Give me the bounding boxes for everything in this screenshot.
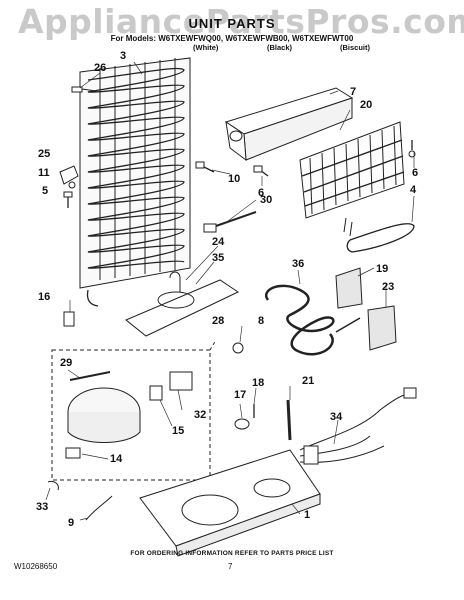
callout-6: 6 (412, 167, 418, 179)
callout-15: 15 (172, 425, 184, 437)
callout-32: 32 (194, 409, 206, 421)
callout-9: 9 (68, 517, 74, 529)
callout-1: 1 (304, 509, 310, 521)
drain-pan (125, 271, 240, 337)
callout-24: 24 (212, 236, 225, 248)
page-number: 7 (228, 562, 233, 571)
callout-21: 21 (302, 375, 314, 387)
defrost-heater (346, 223, 415, 253)
callout-19: 19 (376, 263, 388, 275)
callout-36: 36 (292, 258, 304, 270)
mounting-plate (139, 449, 321, 557)
condenser-coil (79, 57, 191, 307)
evaporator-coil (299, 121, 405, 219)
evaporator-housing (224, 87, 354, 162)
callout-11: 11 (38, 167, 50, 179)
callout-14: 14 (110, 453, 123, 465)
callout-16: 16 (38, 291, 50, 303)
callout-35: 35 (212, 252, 224, 264)
callout-3: 3 (120, 50, 126, 62)
callout-23: 23 (382, 281, 394, 293)
callout-7: 7 (350, 86, 356, 98)
callout-17: 17 (234, 389, 246, 401)
callout-10: 10 (228, 173, 240, 185)
callout-18: 18 (252, 377, 264, 389)
callout-8: 8 (258, 315, 264, 327)
color-biscuit: (Biscuit) (340, 43, 370, 52)
model-list: For Models: W6TXEWFWQ00, W6TXEWFWB00, W6… (110, 34, 354, 43)
wire-harness (299, 387, 417, 465)
callout-20: 20 (360, 99, 372, 111)
screw-26 (71, 86, 97, 93)
color-black: (Black) (267, 43, 293, 52)
ordering-info: FOR ORDERING INFORMATION REFER TO PARTS … (130, 550, 334, 557)
document-number: W10268650 (14, 562, 58, 571)
callout-5: 5 (42, 185, 48, 197)
callout-28: 28 (212, 315, 224, 327)
compressor (65, 371, 141, 459)
callout-6: 6 (258, 187, 264, 199)
callout-33: 33 (36, 501, 48, 513)
callout-30: 30 (260, 194, 272, 206)
watermark: AppliancePartsPros.com (18, 2, 464, 41)
callout-34: 34 (330, 411, 343, 423)
callout-25: 25 (38, 148, 50, 160)
callout-26: 26 (94, 62, 106, 74)
color-white: (White) (193, 43, 219, 52)
condenser-loop (265, 284, 335, 356)
callout-29: 29 (60, 357, 72, 369)
page-title: UNIT PARTS (188, 16, 276, 31)
callout-4: 4 (410, 184, 417, 196)
